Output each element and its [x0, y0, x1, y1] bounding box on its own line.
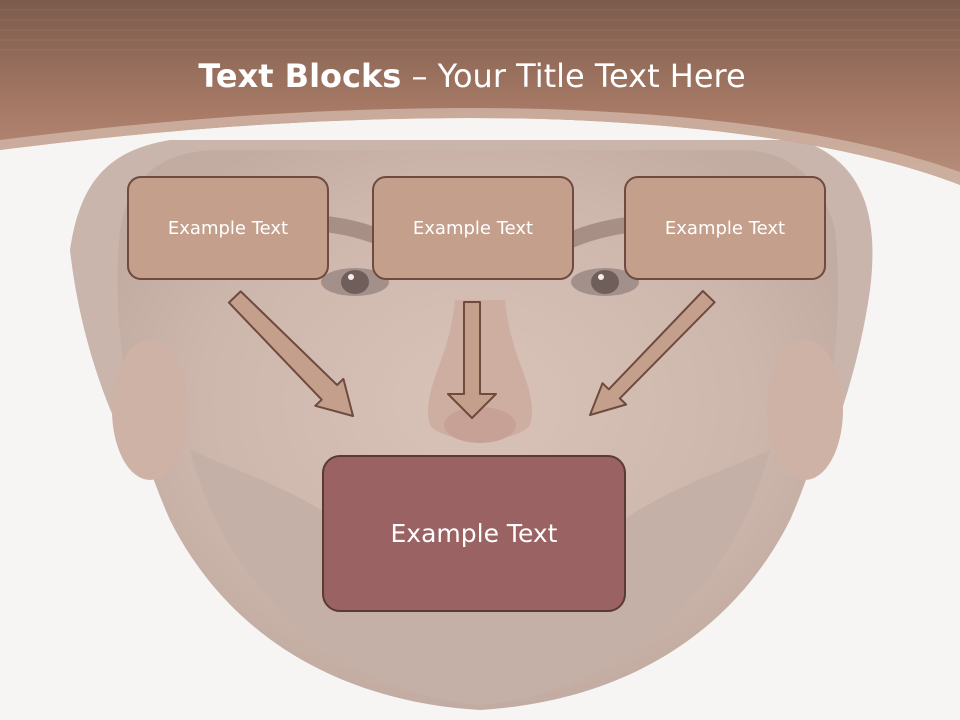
title-bold-part: Text Blocks — [198, 57, 402, 95]
text-block-bottom[interactable]: Example Text — [322, 455, 626, 612]
arrow-middle-to-bottom — [447, 301, 497, 419]
text-block-bottom-label: Example Text — [390, 519, 558, 548]
text-block-right-label: Example Text — [664, 217, 786, 239]
arrow-left-to-bottom — [227, 290, 354, 417]
arrow-right-to-bottom — [589, 290, 716, 416]
text-block-middle[interactable]: Example Text — [372, 176, 574, 280]
slide-title: Text Blocks – Your Title Text Here — [0, 56, 944, 96]
text-block-left[interactable]: Example Text — [127, 176, 329, 280]
text-block-right[interactable]: Example Text — [624, 176, 826, 280]
title-separator: – — [401, 57, 438, 95]
title-regular-part: Your Title Text Here — [437, 57, 746, 95]
text-block-left-label: Example Text — [167, 217, 289, 239]
text-block-middle-label: Example Text — [412, 217, 534, 239]
